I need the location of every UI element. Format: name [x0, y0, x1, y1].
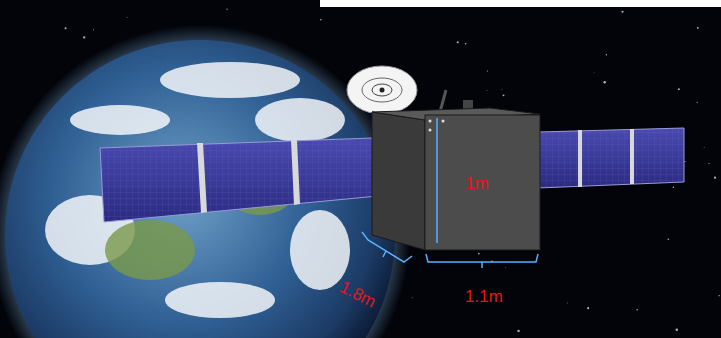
width-bracket [426, 254, 538, 268]
earth-glow [0, 25, 410, 338]
height-dimension-line [436, 118, 438, 243]
dish-antenna [347, 66, 417, 118]
antenna-rod [440, 90, 446, 112]
satellite-body [372, 108, 540, 250]
left-solar-panel [100, 138, 400, 222]
depth-bracket [362, 232, 412, 262]
earth [5, 40, 395, 338]
dimension-label: 1m [465, 175, 489, 192]
top-strip [320, 0, 721, 7]
right-solar-panel [538, 128, 684, 188]
dimension-label: 1.1m [465, 288, 503, 305]
